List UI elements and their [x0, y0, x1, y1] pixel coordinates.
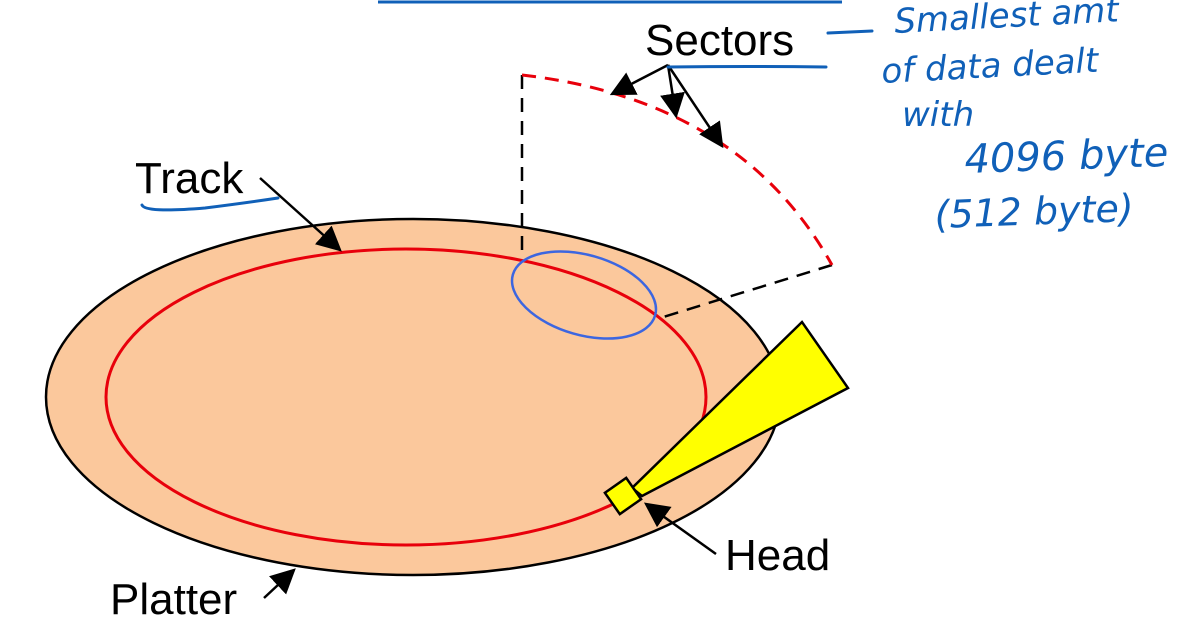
annotation-line-4: 4096 byte [964, 130, 1169, 183]
annotation-line-5: (512 byte) [934, 186, 1135, 237]
platter-arrow [263, 568, 296, 599]
track-ring [104, 247, 708, 547]
sectors-underline-ink [666, 65, 828, 69]
head-label: Head [725, 531, 830, 580]
track-underline-ink [140, 196, 280, 212]
sectors-dash-ink [826, 29, 874, 35]
head-arm [630, 320, 850, 498]
head-arrow [643, 502, 717, 556]
annotation-line-3: with [902, 95, 974, 135]
annotation-line-1: Smallest amt [893, 0, 1121, 42]
track-arrow [259, 177, 342, 252]
sectors-label: Sectors [645, 16, 794, 65]
platter-label: Platter [110, 575, 237, 624]
head-icon [603, 476, 643, 516]
annotation-line-2: of data dealt [880, 41, 1101, 92]
track-label: Track [135, 154, 244, 203]
sector-arrow-3 [666, 64, 724, 149]
sector-arrow-2 [660, 64, 685, 119]
sector-arrow-1 [609, 63, 669, 96]
zoom-line-right [659, 263, 833, 320]
sector-highlight [510, 250, 658, 340]
